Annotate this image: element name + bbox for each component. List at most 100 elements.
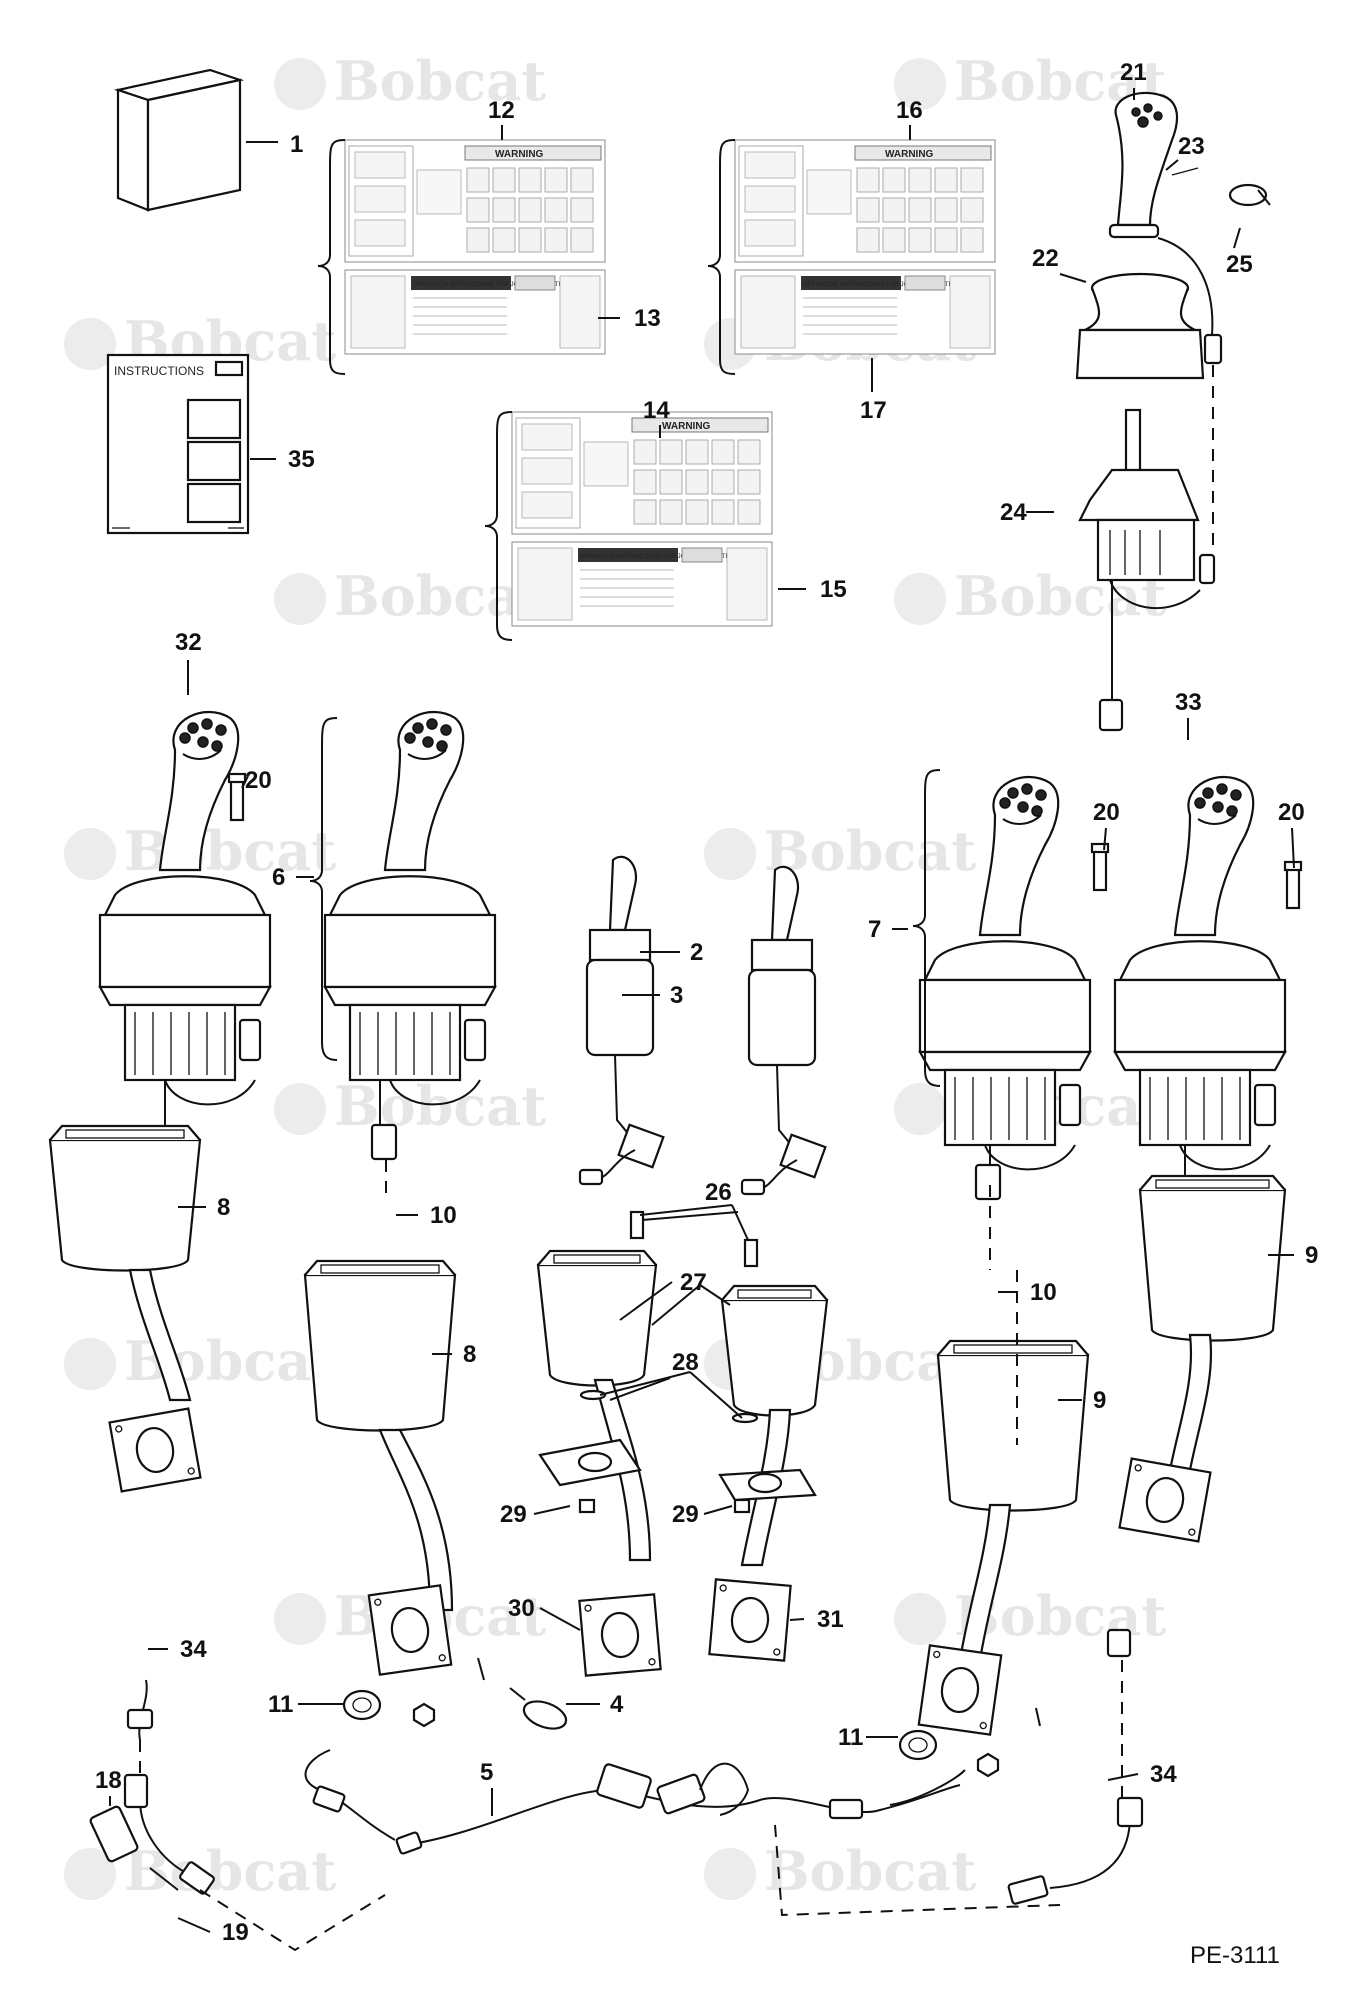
watermark-text: Bobcat: [334, 49, 546, 113]
decal-sheet: OPERATION INSTRUCTIONS FOR JOYSTICK CONT…: [344, 269, 606, 355]
arm-center-left: [378, 1428, 454, 1612]
callout: 29: [672, 1501, 733, 1528]
callout: 7: [868, 916, 908, 943]
callout: 23: [1165, 133, 1205, 171]
callout-leader: [789, 1618, 805, 1621]
joystick-part-3: [740, 865, 827, 1196]
callout-leader: [533, 1505, 571, 1515]
instructions-label: INSTRUCTIONS: [114, 364, 204, 378]
arm-right: [1168, 1333, 1213, 1472]
callout-number: 13: [634, 305, 661, 332]
callout: 1: [246, 131, 303, 158]
callout-number: 15: [820, 576, 847, 603]
part-11-grommets: [342, 1689, 1000, 1778]
watermark: Bobcat: [64, 1329, 336, 1393]
callout-number: 30: [508, 1595, 535, 1622]
callout: 18: [95, 1767, 122, 1806]
callout-number: 20: [245, 767, 272, 794]
callout-number: 26: [705, 1179, 732, 1206]
callout: 8: [178, 1194, 230, 1221]
decal-sheet: WARNING: [511, 411, 773, 535]
callout: 25: [1226, 227, 1253, 278]
callout-number: 25: [1226, 251, 1253, 278]
watermark-text: Bobcat: [334, 564, 546, 628]
callout: 11: [838, 1724, 898, 1751]
arm-left: [128, 1268, 192, 1402]
callout-leader: [1059, 273, 1087, 283]
callout-leader: [699, 1284, 731, 1306]
part-35-instructions-sheet: INSTRUCTIONS: [106, 353, 250, 535]
part-4-cable-tie: [509, 1687, 568, 1730]
callout-number: 6: [272, 864, 285, 891]
callout: 12: [488, 97, 515, 140]
joystick-part-7: [918, 775, 1092, 1171]
part-18-connector: [89, 1805, 179, 1891]
callout: 9: [1058, 1387, 1106, 1414]
watermark: Bobcat: [274, 1074, 546, 1138]
drawing-code: PE-3111: [1190, 1942, 1280, 1969]
callout-leader: [609, 1377, 671, 1401]
mount-plate-31: [708, 1578, 792, 1662]
callout-leader: [241, 775, 249, 789]
callout: 28: [609, 1349, 699, 1401]
cable-34-left: [123, 1679, 215, 1895]
joystick-part-2: [578, 855, 665, 1186]
callout: 30: [508, 1595, 581, 1631]
callout: 19: [177, 1917, 249, 1946]
joystick-row: [98, 710, 1287, 1201]
callout: 17: [860, 358, 887, 424]
callout-number: 16: [896, 97, 923, 124]
mount-plate-center-left: [367, 1584, 453, 1676]
callout: 13: [598, 305, 661, 332]
callout: 20: [1278, 799, 1305, 869]
callout-leader: [1291, 827, 1295, 869]
bolt-part-20: [229, 778, 245, 822]
decal-sets: WARNING OPERATION INSTRUCTIONS FOR JOYSTI…: [344, 139, 996, 627]
bolt-part-20: [1092, 848, 1108, 892]
callout-number: 27: [680, 1269, 707, 1296]
callout-leader: [1165, 159, 1179, 171]
decal-sheet: WARNING: [344, 139, 606, 263]
callout: 32: [175, 629, 202, 695]
callout-number: 31: [817, 1606, 844, 1633]
watermark-text: Bobcat: [124, 819, 336, 883]
watermark: Bobcat: [704, 1839, 976, 1903]
cover-row: [48, 772, 1303, 1736]
callout-number: 20: [1278, 799, 1305, 826]
harness-part-5: [304, 1749, 966, 1855]
callout-number: 23: [1178, 133, 1205, 160]
callout: 22: [1032, 245, 1087, 283]
watermark: Bobcat: [64, 819, 336, 883]
decal-sheet: OPERATION INSTRUCTIONS FOR JOYSTICK CONT…: [511, 541, 773, 627]
warning-label: WARNING: [662, 421, 711, 432]
callout-number: 7: [868, 916, 881, 943]
callout: 21: [1120, 59, 1147, 100]
callout-number: 29: [672, 1501, 699, 1528]
cover-part-27-left: [536, 1249, 658, 1387]
callout-leader: [619, 1281, 673, 1321]
callout: 9: [1268, 1242, 1318, 1269]
bolt-part-20: [1285, 866, 1301, 910]
callout-leader: [703, 1505, 733, 1515]
part-1-carton: [113, 68, 245, 212]
callout-number: 35: [288, 446, 315, 473]
callout: 14: [643, 397, 670, 438]
callout-leader: [599, 1371, 691, 1396]
callout: 10: [998, 1279, 1057, 1306]
callout-number: 29: [500, 1501, 527, 1528]
callout: 15: [778, 576, 847, 603]
callout-number: 34: [180, 1636, 207, 1663]
callout: 24: [1000, 499, 1054, 526]
callout: 2: [640, 939, 703, 966]
callout: 31: [789, 1606, 844, 1633]
cover-part-8-center: [303, 1259, 457, 1432]
watermark-text: Bobcat: [764, 819, 976, 883]
callout-number: 3: [670, 982, 683, 1009]
callout-leader: [177, 1917, 211, 1933]
callout: 11: [268, 1691, 344, 1718]
callout: 16: [896, 97, 923, 140]
dashed-connection-lines: [199, 1160, 1061, 1952]
warning-label: WARNING: [495, 149, 544, 160]
